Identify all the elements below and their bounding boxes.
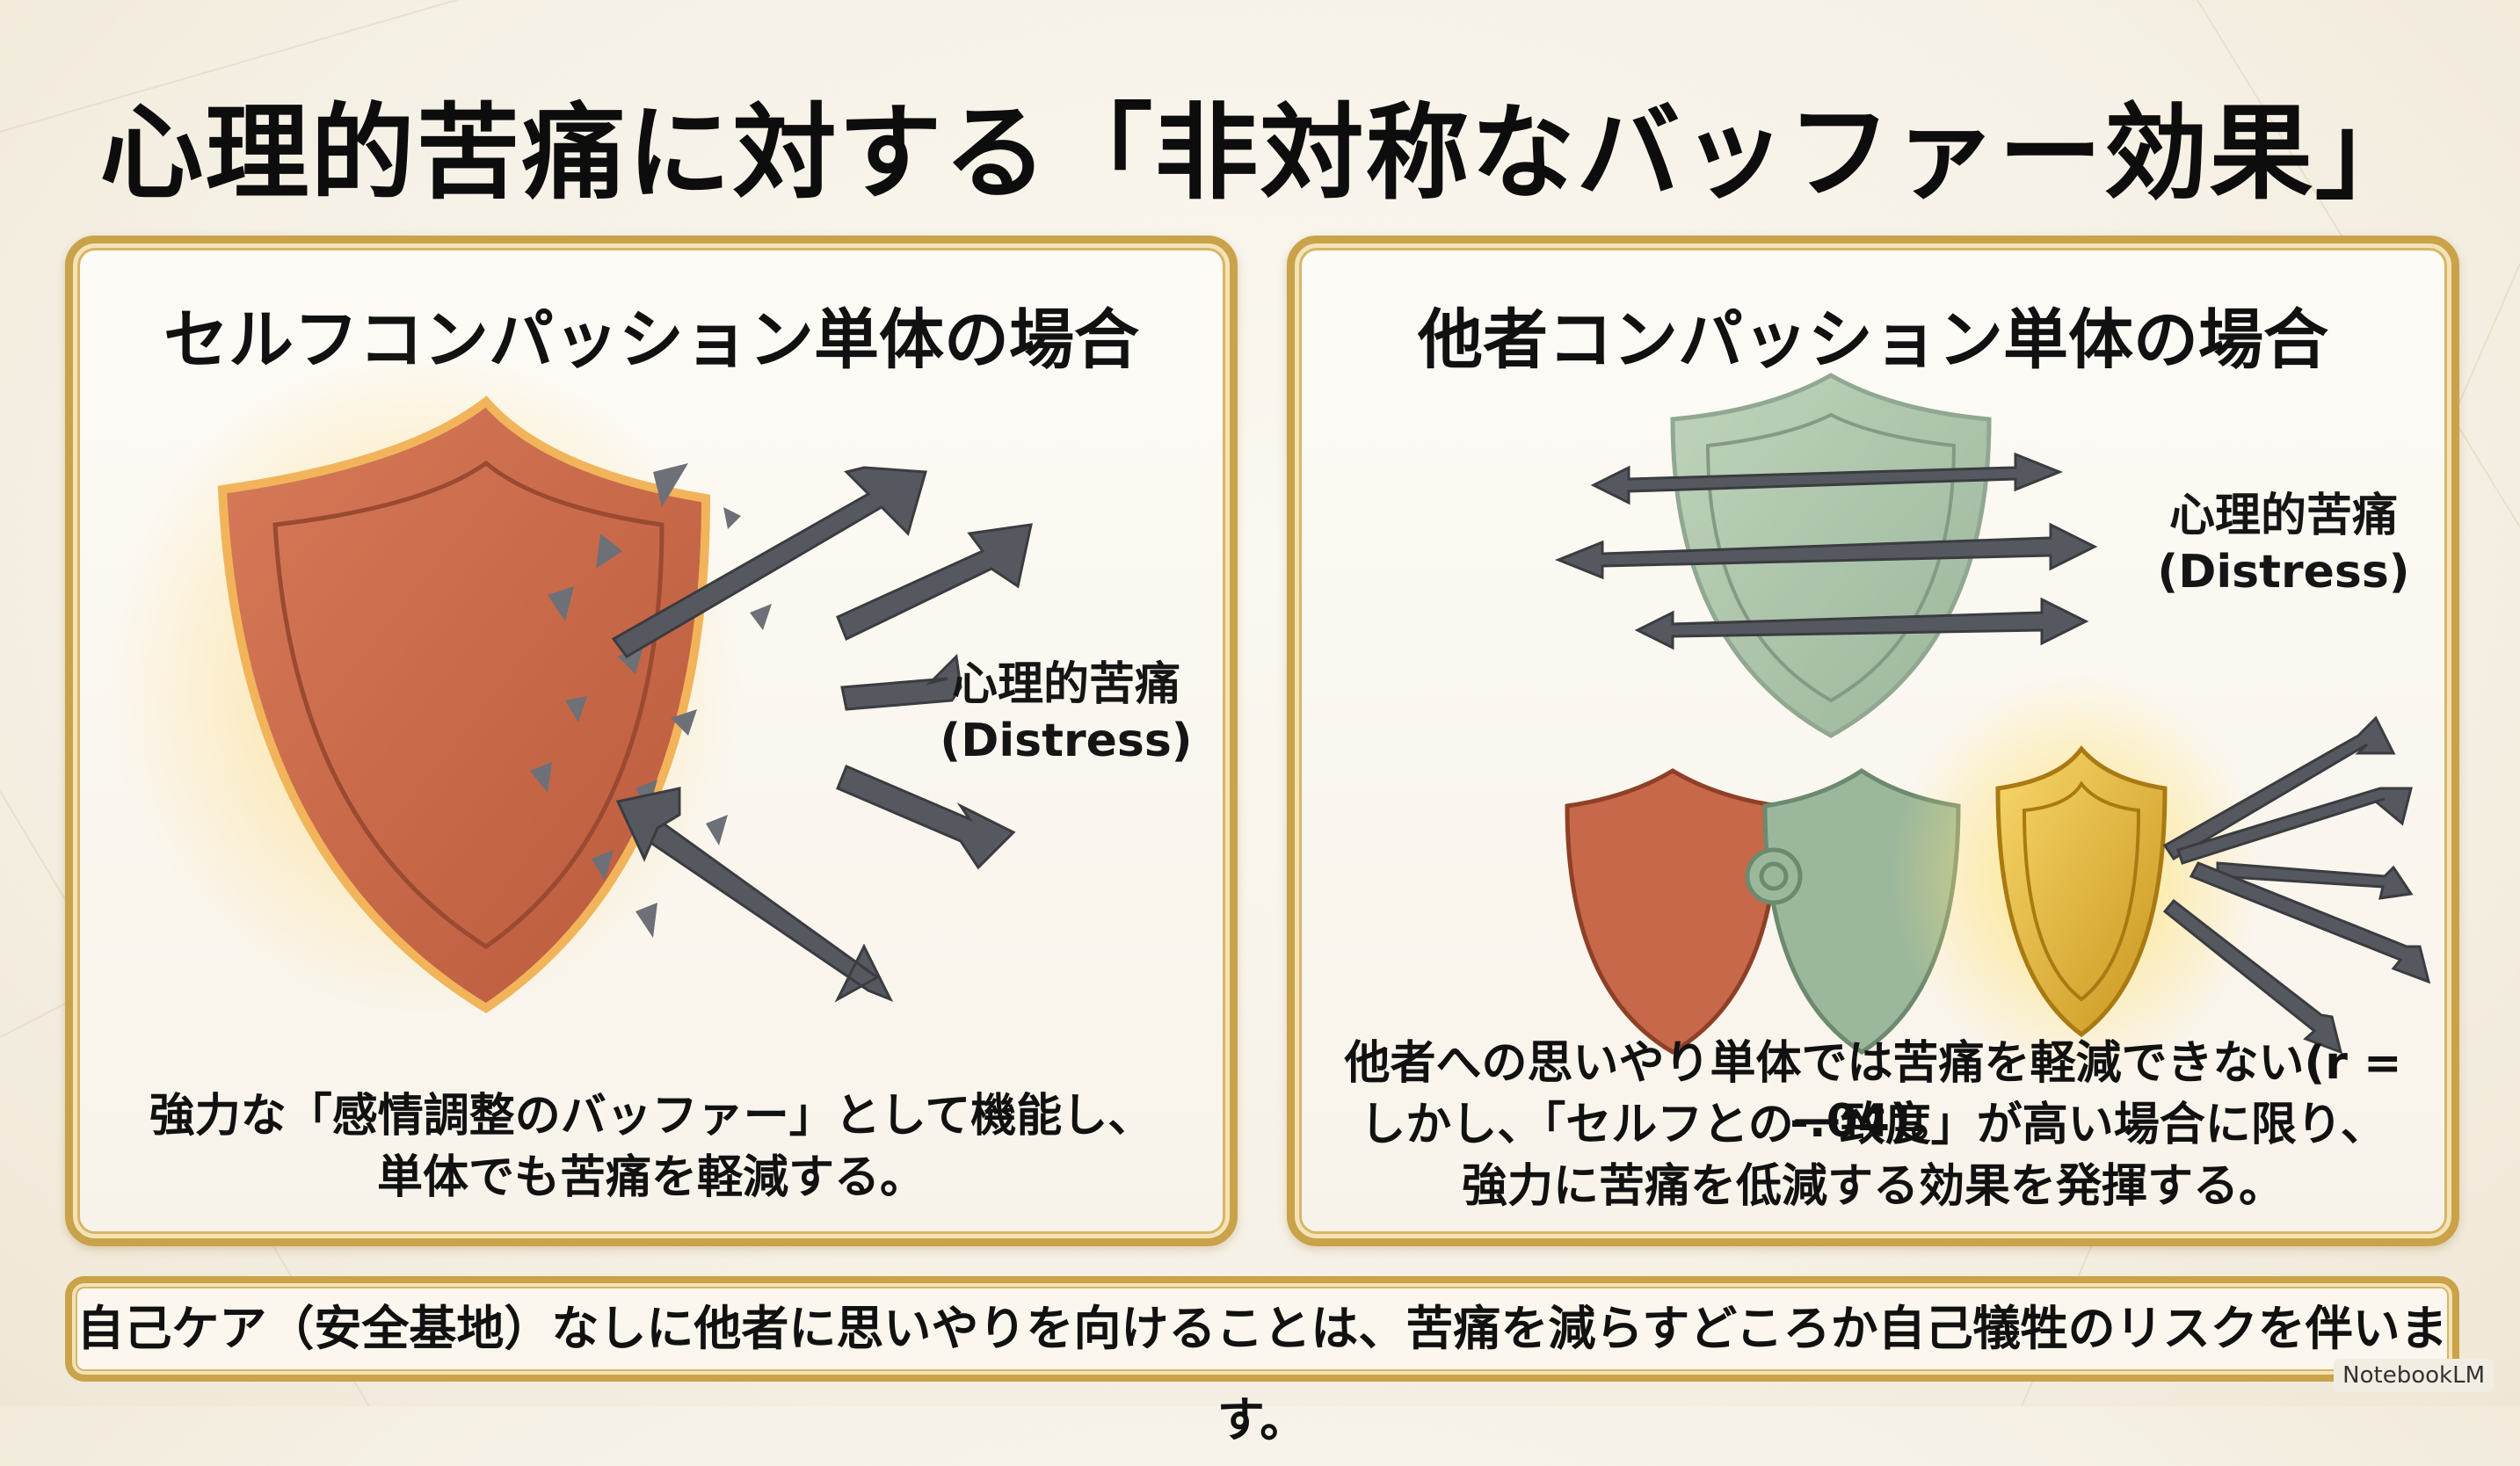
self-caption-line-1: 強力な「感情調整のバッファー」として機能し、 [149,1090,1154,1143]
self-compassion-panel-title: セルフコンパッション単体の場合 [163,302,1139,378]
self-distress-label: 心理的苦痛 (Distress) [926,657,1207,769]
shield-icon [217,396,711,1013]
other-caption-line-2: しかし、「セルフとの一致度」が高い場合に限り、 [1360,1099,2386,1151]
distress-arrow-icons [611,466,1033,1003]
self-distress-label-en: (Distress) [940,715,1193,767]
self-caption-line-2: 単体でも苦痛を軽減する。 [376,1151,926,1204]
self-compassion-panel: セルフコンパッション単体の場合 [65,236,1238,1246]
self-compassion-illustration [108,349,1033,1017]
self-distress-label-jp: 心理的苦痛 [951,658,1180,711]
other-compassion-illustration [1554,373,2431,1078]
other-distress-label-en: (Distress) [2157,546,2410,599]
golden-shield-icon [1995,744,2168,1038]
other-distress-label-jp: 心理的苦痛 [2168,490,2398,542]
other-compassion-panel: 他者コンパッション単体の場合 [1287,236,2459,1246]
brand-watermark: NotebookLM [2334,1359,2494,1392]
other-compassion-panel-title: 他者コンパッション単体の場合 [1418,302,2328,378]
other-distress-label: 心理的苦痛 (Distress) [2139,488,2429,600]
deflected-arrow-icons [2162,715,2431,1055]
page-title: 心理的苦痛に対する「非対称なバッファー効果」 [99,92,2421,214]
other-caption-line-1: 他者への思いやり単体では苦痛を軽減できない(r = -.04)。 [1344,1037,2402,1148]
passing-arrow-icons [1554,452,2098,650]
other-caption-line-3: 強力に苦痛を低減する効果を発揮する。 [1461,1160,2284,1213]
bottom-message-box: 自己ケア（安全基地）なしに他者に思いやりを向けることは、苦痛を減らすどころか自己… [65,1276,2459,1448]
